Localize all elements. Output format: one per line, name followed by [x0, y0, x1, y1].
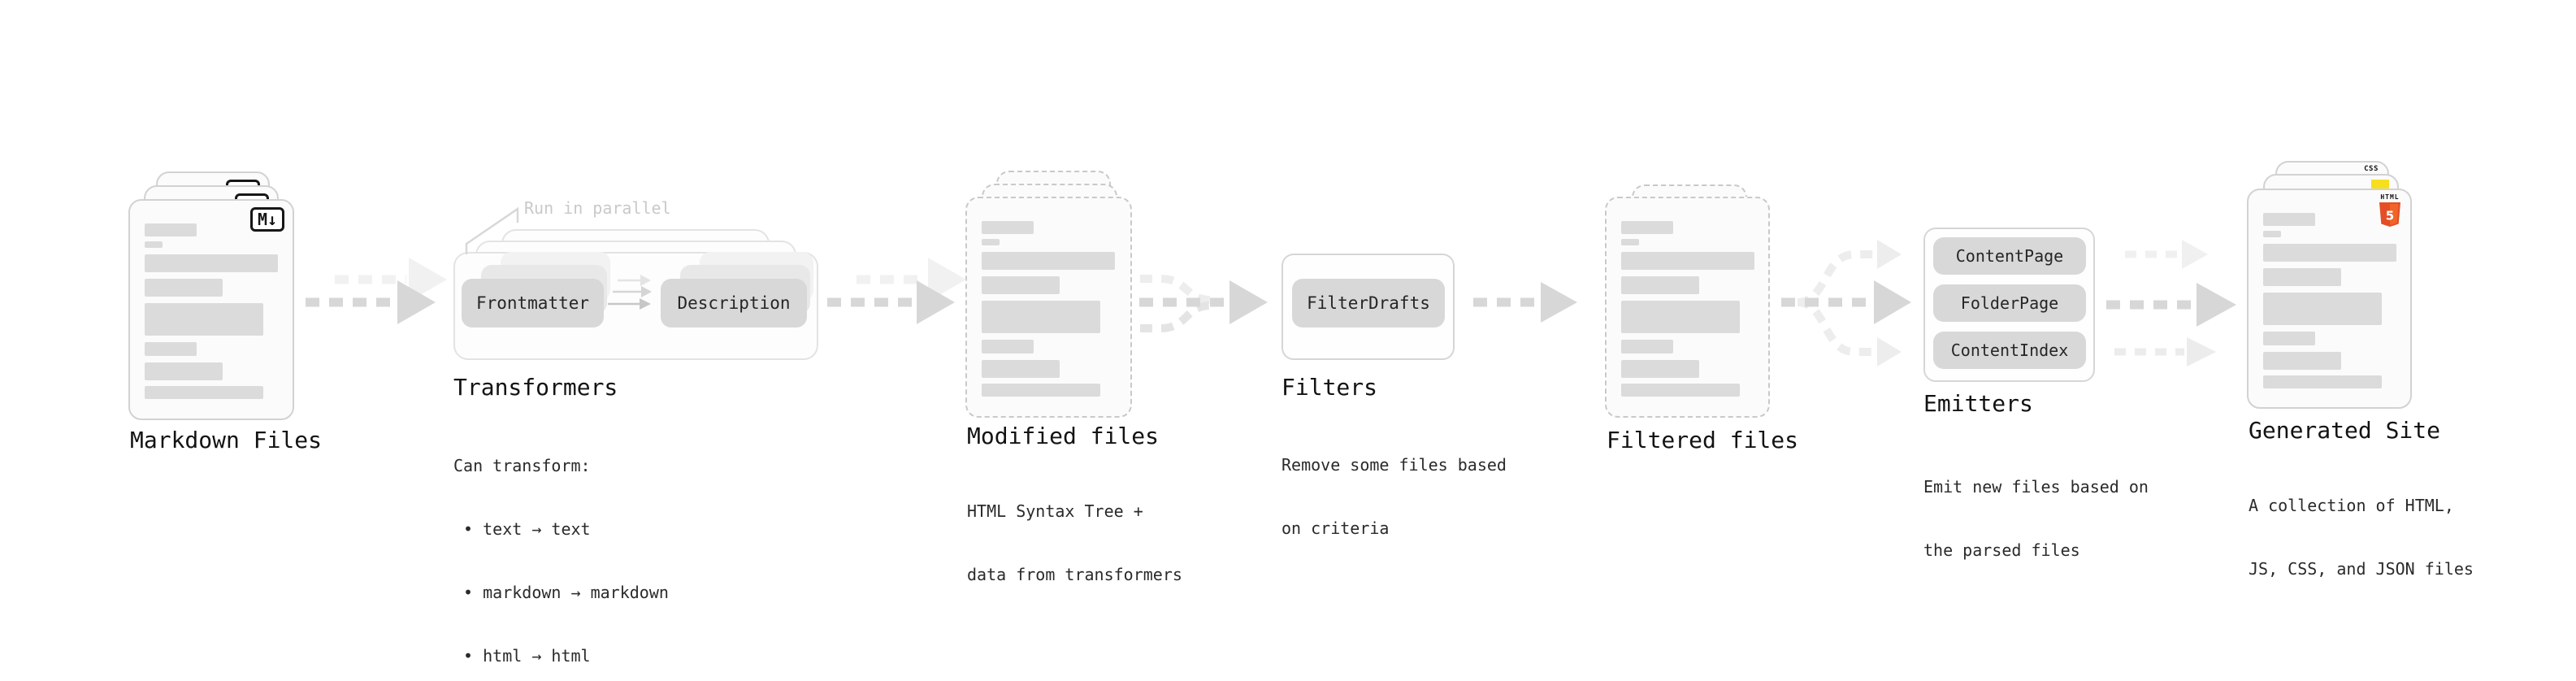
emitter-pill-folderpage: FolderPage	[1933, 284, 2086, 322]
placeholder-bar	[145, 342, 197, 356]
run-in-parallel-annotation: Run in parallel	[524, 198, 671, 218]
arrow-markdown-to-transformers	[306, 258, 447, 324]
generated-site-description: A collection of HTML, JS, CSS, and JSON …	[2249, 496, 2474, 579]
arrow-modified-to-filters-merge	[1139, 275, 1268, 332]
placeholder-bar	[145, 362, 223, 380]
modified-files-description: HTML Syntax Tree + data from transformer…	[967, 501, 1182, 584]
transformer-pill-frontmatter: Frontmatter	[462, 279, 604, 327]
filter-pill-filterdrafts: FilterDrafts	[1292, 279, 1445, 327]
placeholder-bar	[982, 340, 1034, 354]
stage-label-markdown-files: Markdown Files	[130, 427, 323, 453]
placeholder-bar	[982, 384, 1100, 397]
placeholder-bar	[982, 239, 1000, 245]
placeholder-bar	[2263, 352, 2341, 370]
placeholder-bar	[1621, 239, 1639, 245]
stage-label-transformers: Transformers	[453, 374, 618, 401]
placeholder-bar	[982, 276, 1060, 294]
stage-label-filtered-files: Filtered files	[1607, 427, 1799, 453]
placeholder-bar	[145, 279, 223, 297]
arrow-transformers-to-modified	[827, 258, 966, 324]
placeholder-bar	[982, 301, 1100, 333]
placeholder-bar	[145, 241, 163, 248]
markdown-icon: M↓	[250, 207, 284, 232]
stage-label-modified-files: Modified files	[967, 423, 1160, 449]
placeholder-bar	[1621, 301, 1740, 333]
stage-label-generated-site: Generated Site	[2249, 417, 2441, 444]
emitter-pill-contentindex: ContentIndex	[1933, 332, 2086, 369]
svg-text:5: 5	[2386, 209, 2394, 223]
placeholder-bar	[1621, 221, 1673, 234]
filtered-file-card-front	[1605, 197, 1770, 418]
placeholder-bar	[2263, 293, 2382, 325]
placeholder-bar	[145, 223, 197, 236]
markdown-file-card-front: M↓	[128, 199, 294, 420]
html5-icon: HTML 5	[2379, 194, 2401, 227]
placeholder-bar	[982, 221, 1034, 234]
placeholder-bar	[2263, 213, 2315, 226]
placeholder-bar	[1621, 252, 1754, 270]
arrow-ghost	[856, 258, 966, 301]
arrow-filters-to-filtered	[1473, 282, 1577, 323]
placeholder-bar	[2263, 332, 2315, 345]
emitters-description: Emit new files based on the parsed files	[1923, 477, 2149, 560]
arrow-ghost	[335, 258, 447, 301]
placeholder-bar	[2263, 375, 2382, 388]
arrow-filtered-to-emitters-fanout	[1781, 240, 1911, 367]
placeholder-bar	[1621, 384, 1740, 397]
placeholder-bar	[2263, 244, 2396, 262]
placeholder-bar	[1621, 276, 1699, 294]
filters-description: Remove some files based on criteria	[1281, 455, 1507, 538]
arrow-emitters-to-generated	[2106, 240, 2236, 367]
js-icon	[2371, 180, 2389, 191]
emitter-pill-contentpage: ContentPage	[1933, 237, 2086, 275]
transformer-pill-description: Description	[661, 279, 807, 327]
placeholder-bar	[2263, 231, 2281, 237]
placeholder-bar	[2263, 268, 2341, 286]
stage-label-emitters: Emitters	[1923, 390, 2033, 417]
placeholder-bar	[145, 386, 263, 399]
placeholder-bar	[145, 303, 263, 336]
placeholder-bar	[145, 254, 278, 272]
modified-file-card-front	[965, 197, 1132, 418]
placeholder-bar	[982, 360, 1060, 378]
transformers-description: Can transform: • text → text • markdown …	[453, 456, 669, 666]
stage-label-filters: Filters	[1281, 374, 1378, 401]
placeholder-bar	[982, 252, 1115, 270]
generated-file-card-html: HTML 5	[2247, 189, 2412, 409]
placeholder-bar	[1621, 360, 1699, 378]
placeholder-bar	[1621, 340, 1673, 354]
